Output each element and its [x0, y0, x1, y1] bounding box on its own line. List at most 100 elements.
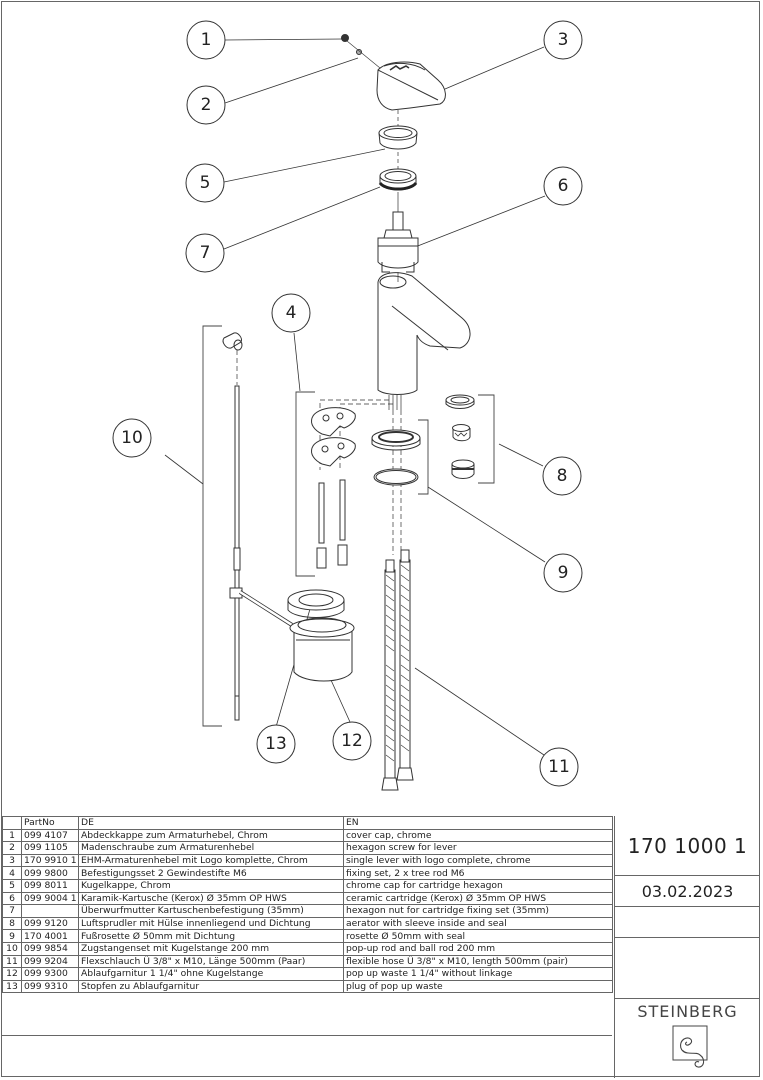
description-de-cell: Überwurfmutter Kartuschenbefestigung (35… — [78, 904, 344, 918]
description-en-cell: ceramic cartridge (Kerox) Ø 35mm OP HWS — [343, 891, 613, 906]
callout-label: 11 — [548, 757, 570, 777]
group-brackets — [202, 325, 495, 727]
description-de-cell: Kugelkappe, Chrom — [78, 878, 344, 893]
part-aerator — [445, 394, 475, 479]
callout-label: 8 — [557, 466, 568, 486]
callout-9: 9 — [543, 553, 583, 593]
pos-cell: 11 — [2, 954, 22, 969]
title-block: 170 1000 1 03.02.2023 STEINBERG — [614, 816, 760, 1078]
part-ceramic-cartridge — [377, 211, 419, 273]
description-en-cell: pop-up rod and ball rod 200 mm — [343, 941, 613, 956]
callout-7: 7 — [185, 233, 225, 273]
part-no-cell: 099 9004 1 — [21, 891, 79, 906]
callout-3: 3 — [543, 20, 583, 60]
leader-lines — [164, 38, 546, 756]
callout-label: 1 — [201, 30, 212, 50]
part-fixing-set — [311, 407, 356, 569]
description-de-cell: Abdeckkappe zum Armaturhebel, Chrom — [78, 828, 344, 843]
callout-10: 10 — [112, 418, 152, 458]
callouts: 1 2 3 4 5 6 7 8 9 10 11 12 13 — [112, 20, 583, 787]
exploded-view-diagram: 1 2 3 4 5 6 7 8 9 10 11 12 13 — [112, 20, 583, 791]
part-no-cell: 170 4001 — [21, 929, 79, 943]
part-no-cell: 099 9310 — [21, 979, 79, 994]
brand-name: STEINBERG — [637, 1002, 738, 1021]
description-en-cell: single lever with logo complete, chrome — [343, 853, 613, 868]
description-en-cell: hexagon nut for cartridge fixing set (35… — [343, 904, 613, 918]
part-no-cell: 099 9120 — [21, 916, 79, 931]
empty-cell-1 — [615, 907, 760, 938]
date-cell: 03.02.2023 — [615, 876, 760, 907]
part-cover-cap — [341, 34, 349, 42]
callout-label: 6 — [558, 176, 569, 196]
callout-8: 8 — [542, 456, 582, 496]
pos-cell: 1 — [2, 828, 22, 843]
description-en-cell: flexible hose Ü 3/8" x M10, length 500mm… — [343, 954, 613, 969]
header-de: DE — [78, 816, 344, 830]
part-faucet-body — [377, 272, 471, 410]
article-number: 170 1000 1 — [627, 833, 748, 858]
header-pos — [2, 816, 22, 830]
part-no-cell: 099 9854 — [21, 941, 79, 956]
part-no-cell — [21, 904, 79, 918]
callout-label: 10 — [121, 428, 143, 448]
description-de-cell: Ablaufgarnitur 1 1/4" ohne Kugelstange — [78, 967, 344, 981]
callout-label: 12 — [341, 731, 363, 751]
part-pop-up-rod — [222, 332, 294, 721]
description-de-cell: Madenschraube zum Armaturenhebel — [78, 841, 344, 855]
description-de-cell: EHM-Armaturenhebel mit Logo komplette, C… — [78, 853, 344, 868]
description-en-cell: aerator with sleeve inside and seal — [343, 916, 613, 931]
pos-cell: 7 — [2, 904, 22, 918]
callout-label: 7 — [200, 243, 211, 263]
part-hex-screw — [346, 40, 381, 69]
header-en: EN — [343, 816, 613, 830]
pos-cell: 3 — [2, 853, 22, 868]
part-rosette — [371, 429, 421, 486]
part-no-cell: 099 1105 — [21, 841, 79, 855]
article-number-cell: 170 1000 1 — [615, 816, 760, 876]
callout-6: 6 — [543, 166, 583, 206]
description-en-cell: hexagon screw for lever — [343, 841, 613, 855]
callout-label: 13 — [265, 734, 287, 754]
pos-cell: 9 — [2, 929, 22, 943]
callout-label: 3 — [558, 30, 569, 50]
description-de-cell: Karamik-Kartusche (Kerox) Ø 35mm OP HWS — [78, 891, 344, 906]
description-en-cell: rosette Ø 50mm with seal — [343, 929, 613, 943]
pos-cell: 10 — [2, 941, 22, 956]
pos-cell: 12 — [2, 967, 22, 981]
part-hexagon-nut — [378, 168, 418, 191]
table-blank-area — [2, 1035, 612, 1078]
description-en-cell: fixing set, 2 x tree rod M6 — [343, 866, 613, 880]
description-de-cell: Luftsprudler mit Hülse innenliegend und … — [78, 916, 344, 931]
part-pop-up-waste — [287, 589, 355, 682]
part-no-cell: 170 9910 1 — [21, 853, 79, 868]
pos-cell: 8 — [2, 916, 22, 931]
description-en-cell: cover cap, chrome — [343, 828, 613, 843]
callout-4: 4 — [271, 293, 311, 333]
callout-label: 4 — [286, 303, 297, 323]
part-lever — [376, 61, 446, 111]
drawing-date: 03.02.2023 — [641, 881, 734, 901]
description-de-cell: Flexschlauch Ü 3/8" x M10, Länge 500mm (… — [78, 954, 344, 969]
description-en-cell: chrome cap for cartridge hexagon — [343, 878, 613, 893]
callout-11: 11 — [539, 747, 579, 787]
part-chrome-cap — [378, 125, 418, 150]
callout-label: 9 — [558, 563, 569, 583]
part-flexible-hoses — [381, 549, 414, 791]
pos-cell: 5 — [2, 878, 22, 893]
description-de-cell: Zugstangenset mit Kugelstange 200 mm — [78, 941, 344, 956]
callout-13: 13 — [256, 724, 296, 764]
part-no-cell: 099 9800 — [21, 866, 79, 880]
callout-1: 1 — [186, 20, 226, 60]
header-part-no: PartNo — [21, 816, 79, 830]
callout-label: 2 — [201, 95, 212, 115]
